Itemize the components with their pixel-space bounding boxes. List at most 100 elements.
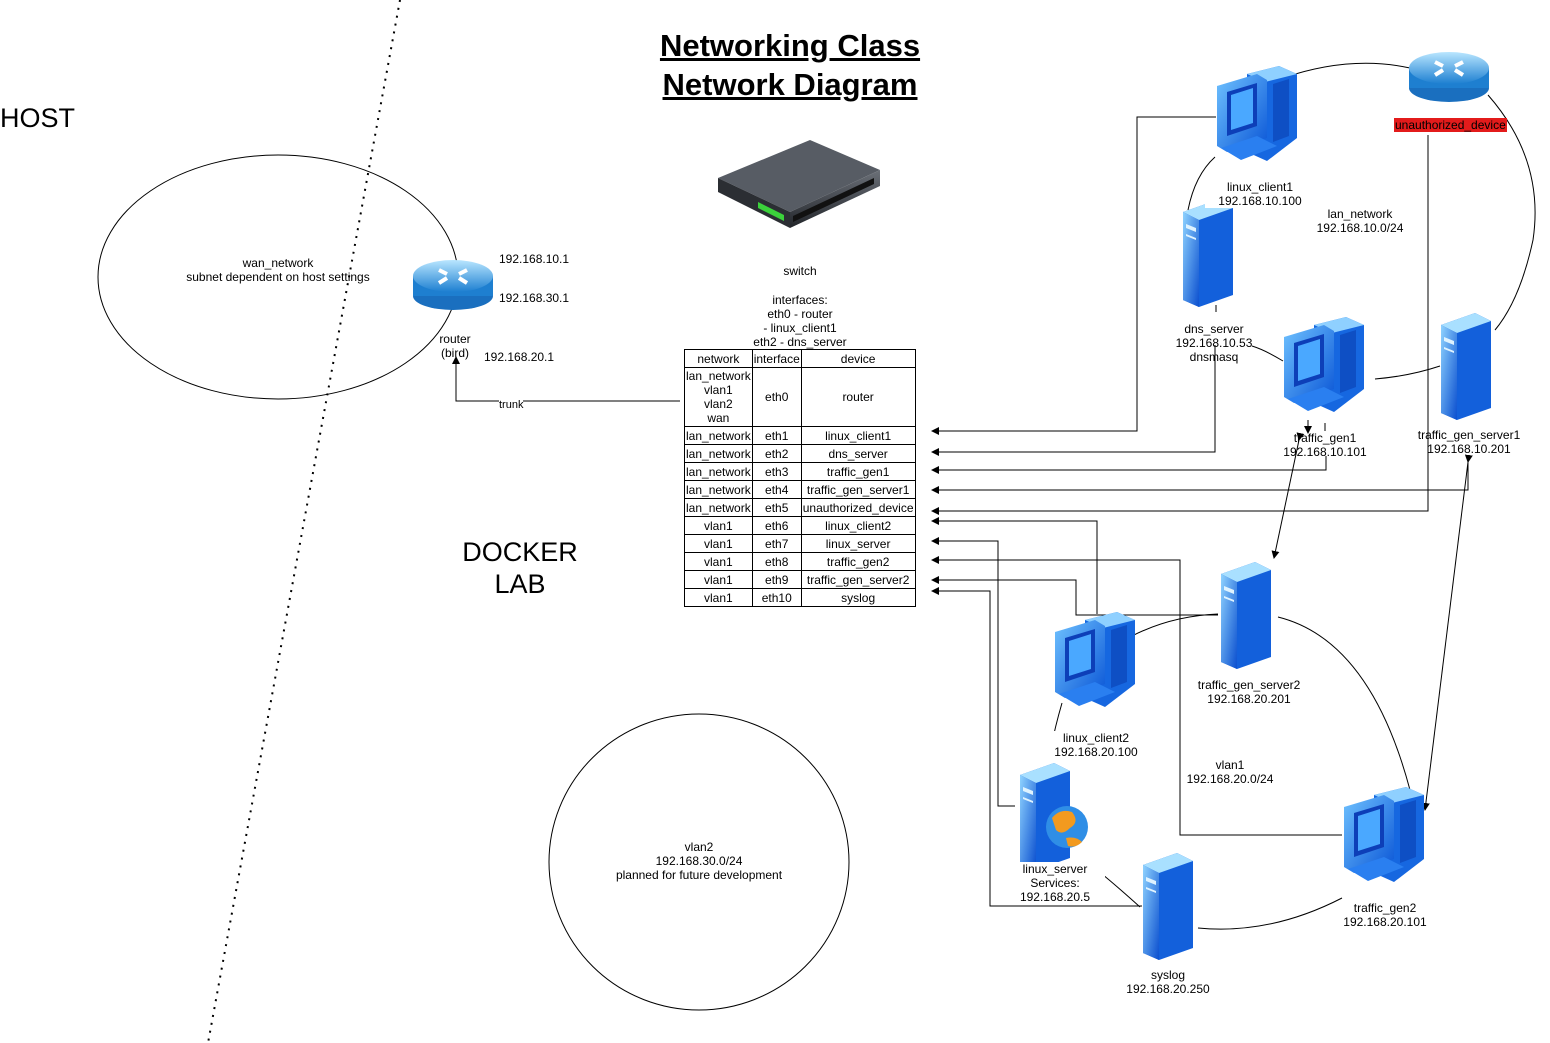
table-cell-network: lan_network bbox=[684, 498, 753, 517]
table-cell-interface: eth2 bbox=[751, 444, 802, 463]
vlan2-desc: planned for future development bbox=[615, 868, 783, 882]
host-label: HOST bbox=[0, 103, 76, 133]
linux-server-ip: 192.168.20.5 bbox=[1019, 890, 1091, 904]
table-cell-device: traffic_gen2 bbox=[800, 552, 916, 571]
table-cell-network: lan_network vlan1 vlan2 wan bbox=[684, 367, 753, 427]
ports-table-header: network interface device bbox=[684, 349, 916, 368]
dns-server-ip: 192.168.10.53 bbox=[1175, 336, 1253, 350]
network-line: vlan1 bbox=[704, 383, 733, 397]
syslog-ip: 192.168.20.250 bbox=[1126, 982, 1210, 996]
switch-interface-2: eth2 - dns_server bbox=[753, 335, 847, 349]
traffic-gen-server1-label: traffic_gen_server1 192.168.10.201 bbox=[1409, 428, 1529, 456]
lan-subnet: 192.168.10.0/24 bbox=[1316, 221, 1404, 235]
router-ip-1: 192.168.10.1 bbox=[499, 252, 570, 266]
syslog-icon bbox=[1143, 853, 1193, 960]
table-cell-interface: eth7 bbox=[751, 534, 802, 553]
tg1-tgs2-link bbox=[1271, 432, 1305, 559]
router-label: router (bird) bbox=[420, 332, 490, 360]
table-cell-interface: eth9 bbox=[751, 570, 802, 589]
traffic-gen2-name: traffic_gen2 bbox=[1353, 901, 1417, 915]
table-cell-network: vlan1 bbox=[684, 588, 753, 607]
linux-client2-icon bbox=[1055, 612, 1135, 707]
table-cell-device: traffic_gen_server1 bbox=[800, 480, 916, 499]
table-cell-network: lan_network bbox=[684, 480, 753, 499]
lan-network-label: lan_network 192.168.10.0/24 bbox=[1310, 207, 1410, 235]
header-device: device bbox=[800, 349, 916, 368]
network-line: wan bbox=[707, 411, 730, 425]
linux-server-name: linux_server bbox=[1022, 862, 1088, 876]
switch-interfaces-title: interfaces: bbox=[772, 293, 828, 307]
table-cell-network: lan_network bbox=[684, 462, 753, 481]
traffic-gen2-label: traffic_gen2 192.168.20.101 bbox=[1335, 901, 1435, 929]
header-interface: interface bbox=[751, 349, 802, 368]
table-cell-network: lan_network bbox=[684, 444, 753, 463]
trunk-link bbox=[452, 356, 680, 402]
table-cell-device: traffic_gen_server2 bbox=[800, 570, 916, 589]
syslog-label: syslog 192.168.20.250 bbox=[1118, 968, 1218, 996]
network-line: vlan2 bbox=[704, 397, 733, 411]
vlan2-ellipse bbox=[548, 713, 850, 1011]
vlan1-subnet: 192.168.20.0/24 bbox=[1186, 772, 1274, 786]
router-ip-3: 192.168.20.1 bbox=[484, 350, 555, 364]
diagram-title: Networking Class Network Diagram bbox=[580, 26, 1000, 104]
vlan2-subnet: 192.168.30.0/24 bbox=[655, 854, 743, 868]
table-cell-interface: eth5 bbox=[751, 498, 802, 517]
table-cell-network: vlan1 bbox=[684, 552, 753, 571]
linux-client2-label: linux_client2 192.168.20.100 bbox=[1046, 731, 1146, 759]
docker-lab-line2: LAB bbox=[494, 569, 546, 599]
header-network: network bbox=[684, 349, 753, 368]
router-icon bbox=[411, 258, 495, 312]
vlan2-name: vlan2 bbox=[684, 840, 714, 854]
host-docker-boundary bbox=[207, 0, 401, 1043]
traffic-gen1-name: traffic_gen1 bbox=[1293, 431, 1357, 445]
syslog-name: syslog bbox=[1150, 968, 1185, 982]
vlan2-label: vlan2 192.168.30.0/24 planned for future… bbox=[589, 840, 809, 882]
traffic-gen-server2-name: traffic_gen_server2 bbox=[1197, 678, 1301, 692]
router-ip-2: 192.168.30.1 bbox=[499, 291, 570, 305]
switch-name: switch bbox=[783, 264, 817, 278]
traffic-gen1-label: traffic_gen1 192.168.10.101 bbox=[1275, 431, 1375, 459]
linux-client1-icon bbox=[1217, 66, 1297, 161]
docker-lab-label: DOCKER LAB bbox=[445, 536, 595, 600]
lan-name: lan_network bbox=[1327, 207, 1393, 221]
linux-server-extra: Services: bbox=[1030, 876, 1080, 890]
table-cell-device: linux_client1 bbox=[800, 426, 916, 445]
docker-lab-line1: DOCKER bbox=[462, 537, 578, 567]
dns-server-name: dns_server bbox=[1184, 322, 1244, 336]
switch-icon bbox=[718, 140, 880, 228]
vlan1-name: vlan1 bbox=[1215, 758, 1245, 772]
linux-client1-label: linux_client1 192.168.10.100 bbox=[1205, 180, 1315, 208]
switch-interfaces: interfaces: eth0 - router - linux_client… bbox=[720, 293, 880, 349]
table-row: lan_network vlan1 vlan2 wan eth0 router bbox=[684, 367, 916, 427]
tgs1-tg2-link bbox=[1421, 454, 1473, 811]
table-cell-interface: eth8 bbox=[751, 552, 802, 571]
table-cell-network: vlan1 bbox=[684, 534, 753, 553]
vlan1-label: vlan1 192.168.20.0/24 bbox=[1180, 758, 1280, 786]
linux-client2-name: linux_client2 bbox=[1062, 731, 1130, 745]
table-cell-network: vlan1 bbox=[684, 516, 753, 535]
linux-client1-ip: 192.168.10.100 bbox=[1218, 194, 1302, 208]
table-cell-interface: eth4 bbox=[751, 480, 802, 499]
wan-desc: subnet dependent on host settings bbox=[186, 270, 370, 284]
table-cell-interface: eth10 bbox=[751, 588, 802, 607]
traffic-gen-server2-label: traffic_gen_server2 192.168.20.201 bbox=[1189, 678, 1309, 706]
traffic-gen-server1-icon bbox=[1441, 313, 1491, 420]
linux-client1-name: linux_client1 bbox=[1226, 180, 1294, 194]
ports-table: network interface device lan_network vla… bbox=[684, 349, 916, 607]
switch-interface-0: eth0 - router bbox=[767, 307, 833, 321]
router-name: router bbox=[439, 332, 471, 346]
traffic-gen-server1-name: traffic_gen_server1 bbox=[1417, 428, 1521, 442]
wan-label: wan_network subnet dependent on host set… bbox=[178, 256, 378, 284]
dns-server-icon bbox=[1183, 200, 1233, 307]
